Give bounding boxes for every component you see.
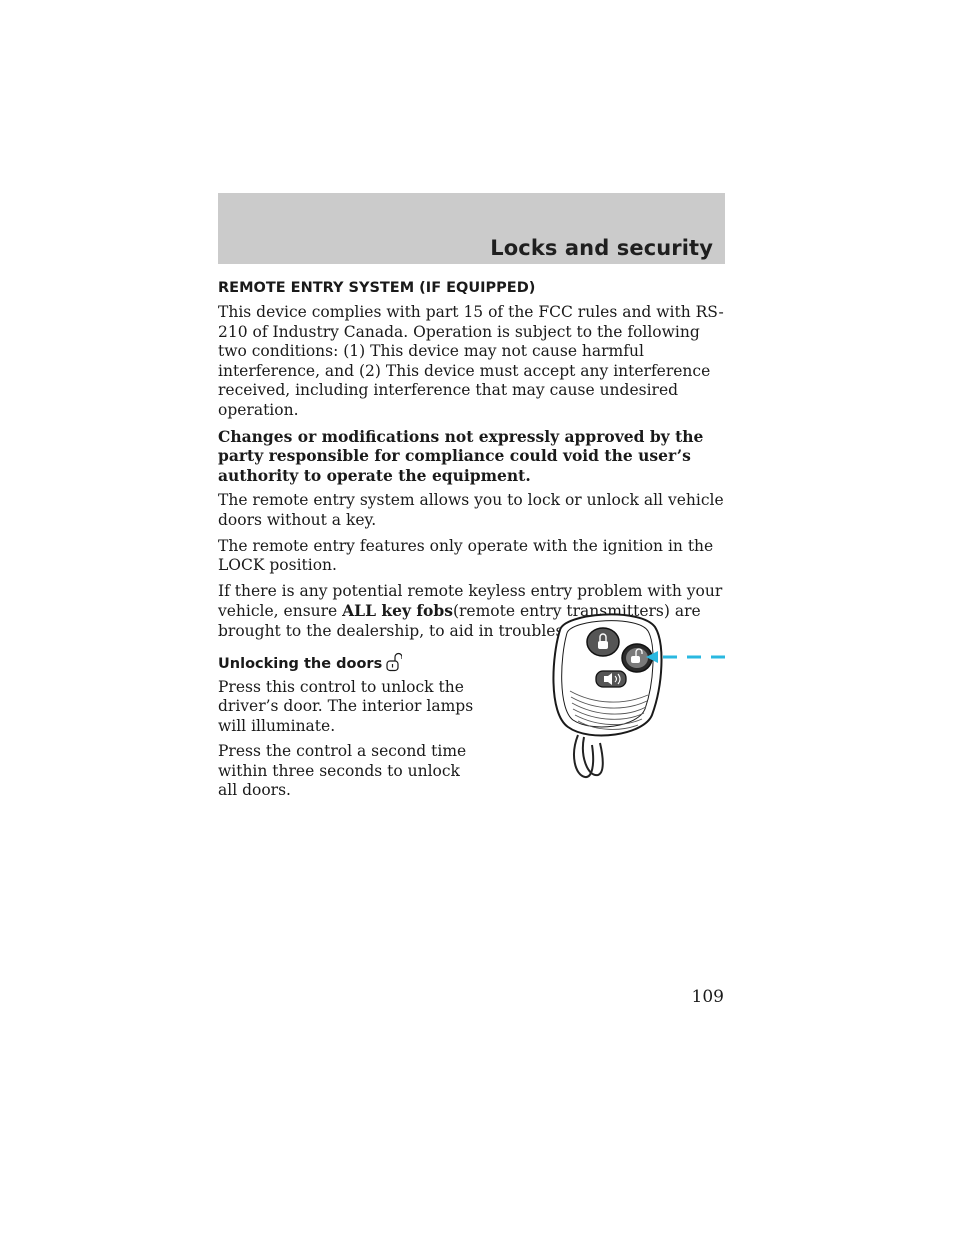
- page-number: 109: [691, 987, 724, 1007]
- section-title: Locks and security: [490, 236, 713, 260]
- page-content: REMOTE ENTRY SYSTEM (IF EQUIPPED) This d…: [218, 280, 726, 807]
- section-header-band: Locks and security: [218, 193, 725, 264]
- key-fob-illustration: [552, 613, 725, 778]
- intro-paragraph: The remote entry system allows you to lo…: [218, 491, 724, 529]
- fcc-paragraph: This device complies with part 15 of the…: [218, 303, 724, 419]
- unlocking-subheading-text: Unlocking the doors: [218, 655, 383, 672]
- unlock-button-graphic: [621, 643, 653, 673]
- troubleshooting-text-start: If there is any potential remote keyless…: [218, 581, 723, 621]
- warning-paragraph: Changes or modifications not expressly a…: [218, 426, 704, 485]
- unlocked-padlock-icon: [386, 652, 403, 671]
- unlock-paragraph-1: Press this control to unlock the driver’…: [218, 677, 474, 735]
- dashed-arrow-pointer: [646, 651, 725, 663]
- unlock-instructions: Press this control to unlock the driver’…: [218, 678, 483, 802]
- ignition-paragraph: The remote entry features only operate w…: [218, 536, 714, 575]
- key-fobs-emphasis: ALL key fobs: [342, 601, 453, 621]
- lock-button-graphic: [586, 627, 620, 657]
- troubleshooting-text-end: (remote entry transmitters) are brought …: [218, 602, 701, 640]
- panic-button-graphic: [595, 670, 627, 688]
- section-heading: REMOTE ENTRY SYSTEM (IF EQUIPPED): [218, 280, 536, 296]
- unlocking-subheading: Unlocking the doors: [218, 652, 726, 672]
- troubleshooting-paragraph: If there is any potential remote keyless…: [218, 582, 726, 642]
- unlock-paragraph-2: Press the control a second time within t…: [218, 742, 467, 800]
